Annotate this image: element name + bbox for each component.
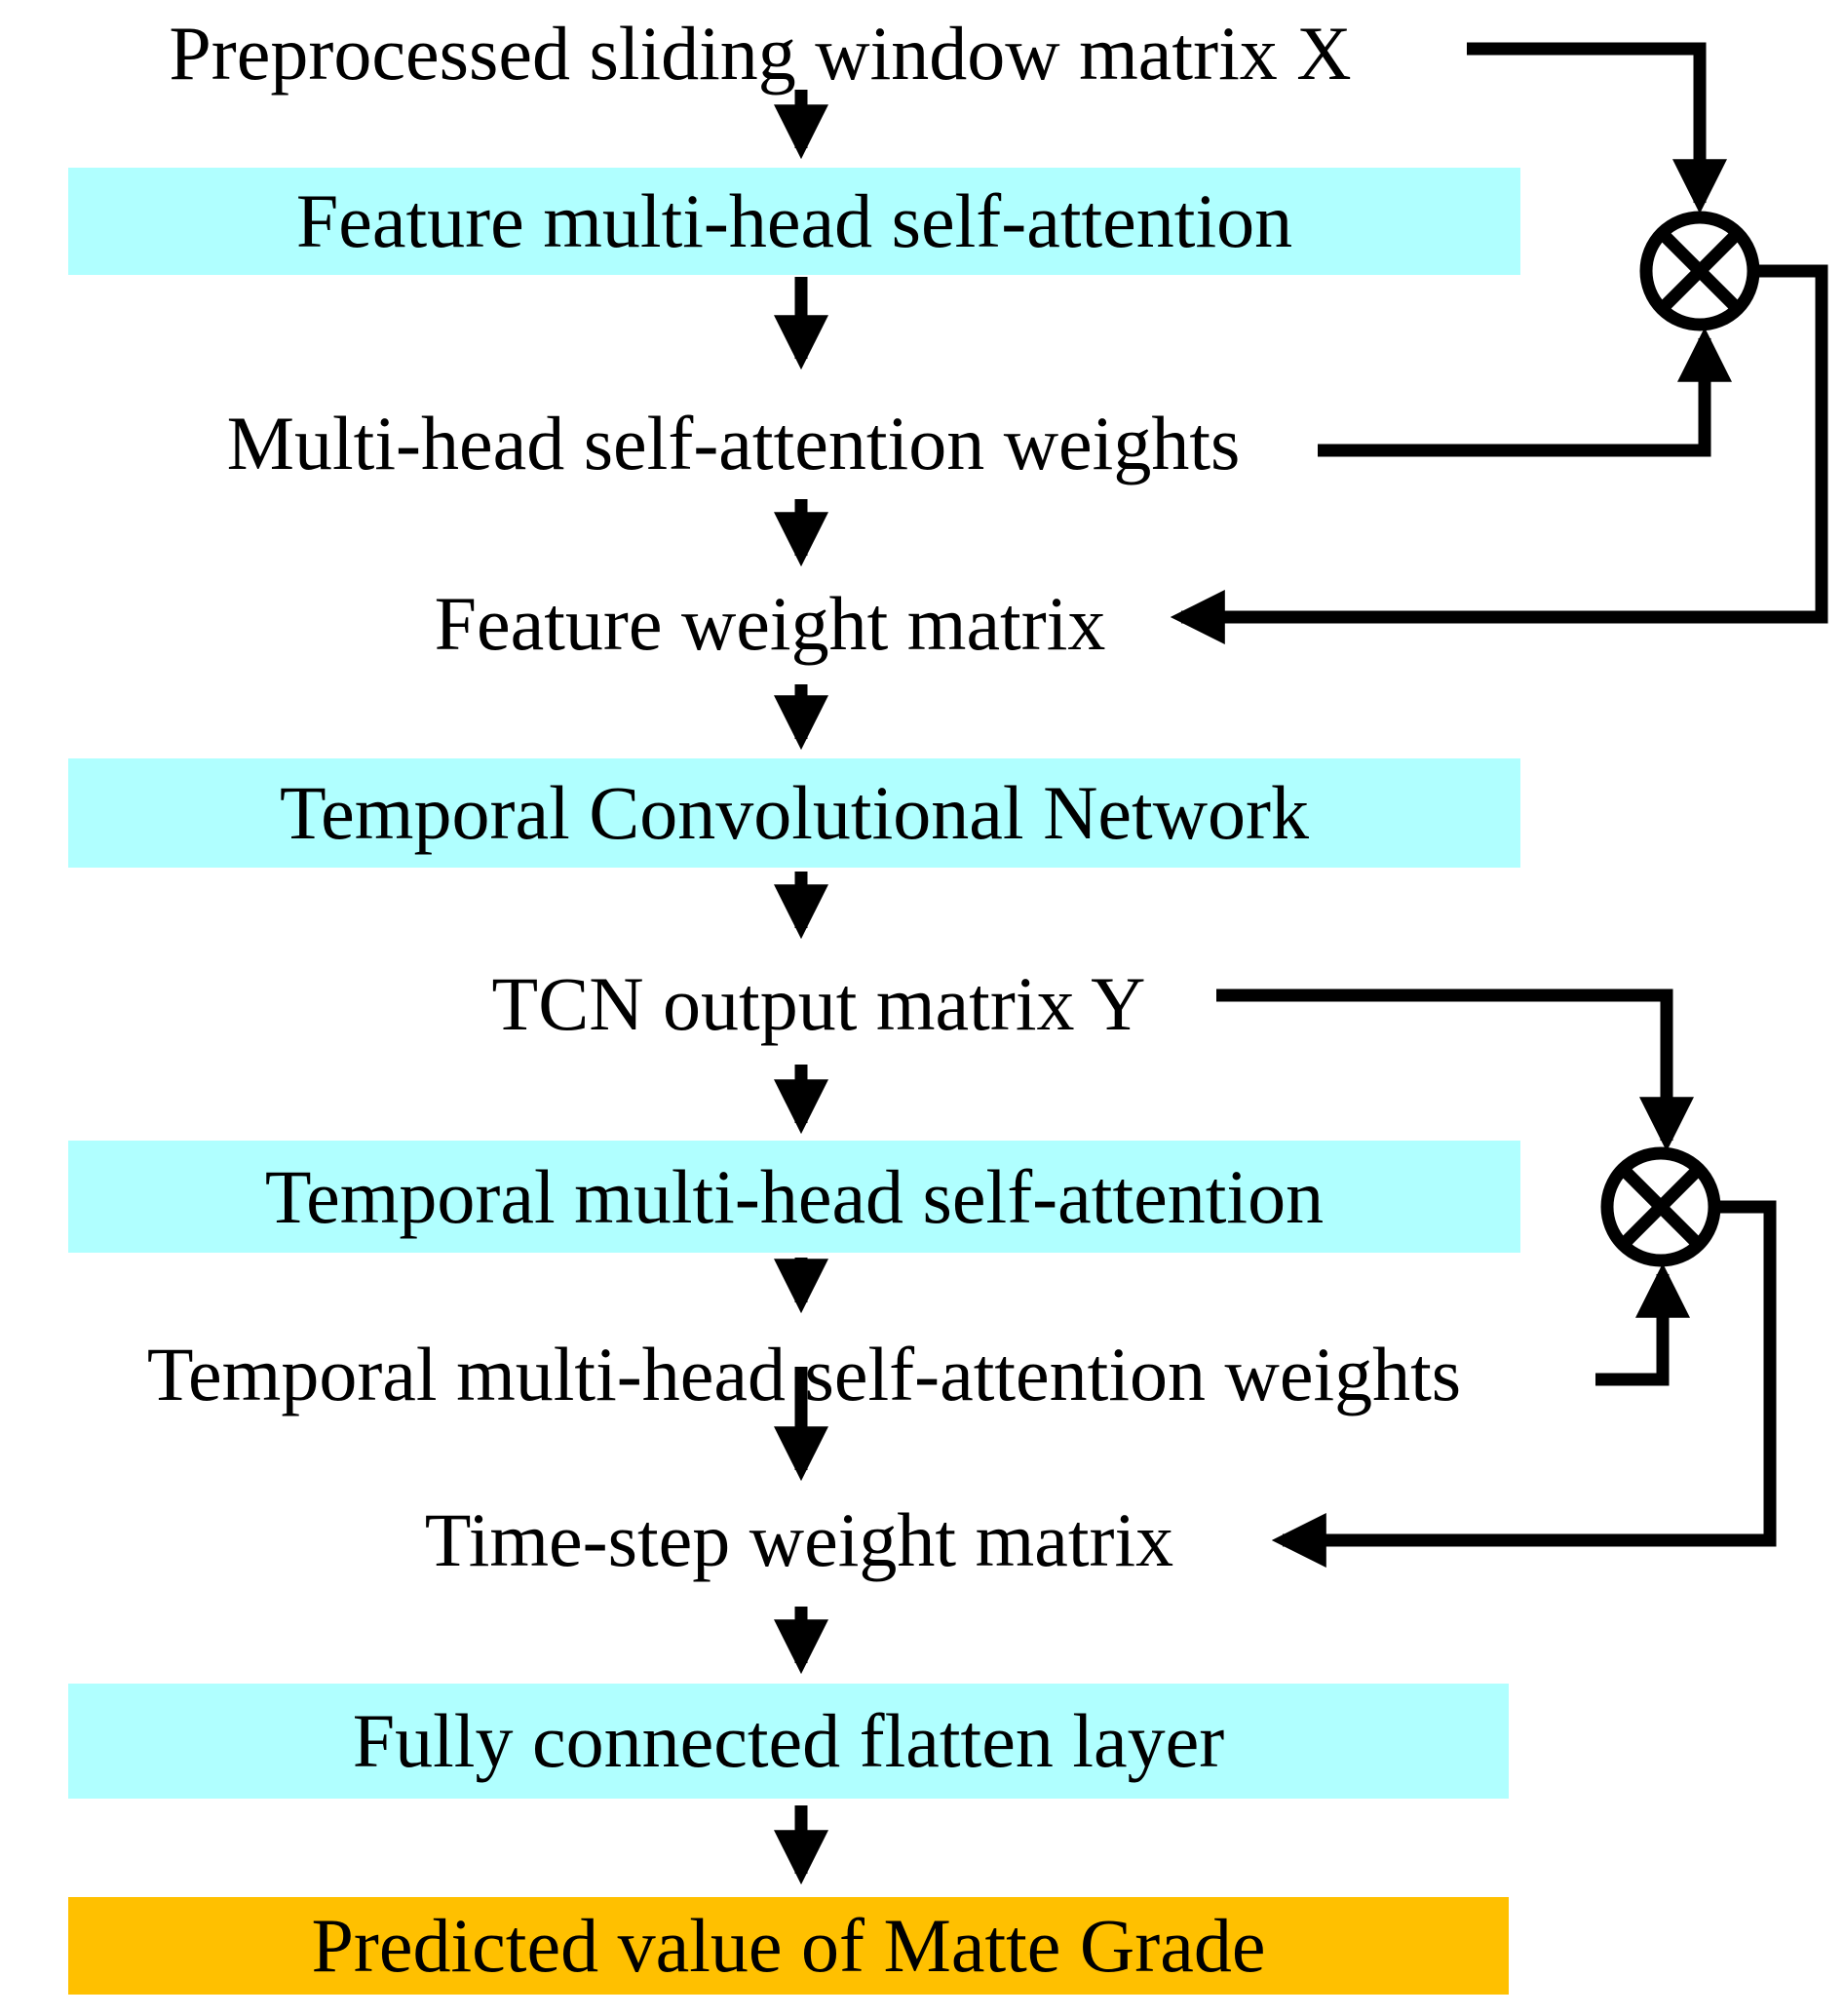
feature-multiply-node	[1170, 42, 1828, 644]
tcn-label: Temporal Convolutional Network	[279, 770, 1309, 855]
tcn-output-label: TCN output matrix Y	[491, 961, 1146, 1046]
wire-weights-to-feature-multiply	[1318, 327, 1732, 457]
fc-flatten-label: Fully connected flatten layer	[352, 1698, 1225, 1783]
wire-x-to-feature-multiply	[1467, 42, 1727, 214]
fc-flatten-box: Fully connected flatten layer	[68, 1684, 1509, 1799]
wire-weights-to-temporal-multiply	[1595, 1262, 1690, 1386]
temporal-attention-label: Temporal multi-head self-attention	[264, 1153, 1325, 1239]
prediction-output-box: Predicted value of Matte Grade	[68, 1897, 1509, 1995]
temporal-attention-box: Temporal multi-head self-attention	[68, 1141, 1520, 1253]
tcn-box: Temporal Convolutional Network	[68, 758, 1520, 868]
feature-attention-label: Feature multi-head self-attention	[295, 178, 1293, 263]
temporal-multiply-node	[1216, 989, 1777, 1568]
attention-weights-label: Multi-head self-attention weights	[226, 401, 1241, 485]
feature-weight-matrix-label: Feature weight matrix	[434, 581, 1106, 666]
multiply-cross-icon	[1619, 1165, 1703, 1249]
feature-attention-box: Feature multi-head self-attention	[68, 168, 1520, 275]
wire-feature-multiply-to-weight-matrix	[1170, 264, 1828, 644]
wire-temporal-multiply-to-timestep-matrix	[1271, 1200, 1777, 1568]
multiply-cross-icon	[1658, 229, 1742, 313]
input-label: Preprocessed sliding window matrix X	[169, 11, 1352, 96]
prediction-output-label: Predicted value of Matte Grade	[311, 1903, 1266, 1988]
timestep-weight-matrix-label: Time-step weight matrix	[424, 1497, 1174, 1582]
wire-y-to-temporal-multiply	[1216, 989, 1694, 1152]
